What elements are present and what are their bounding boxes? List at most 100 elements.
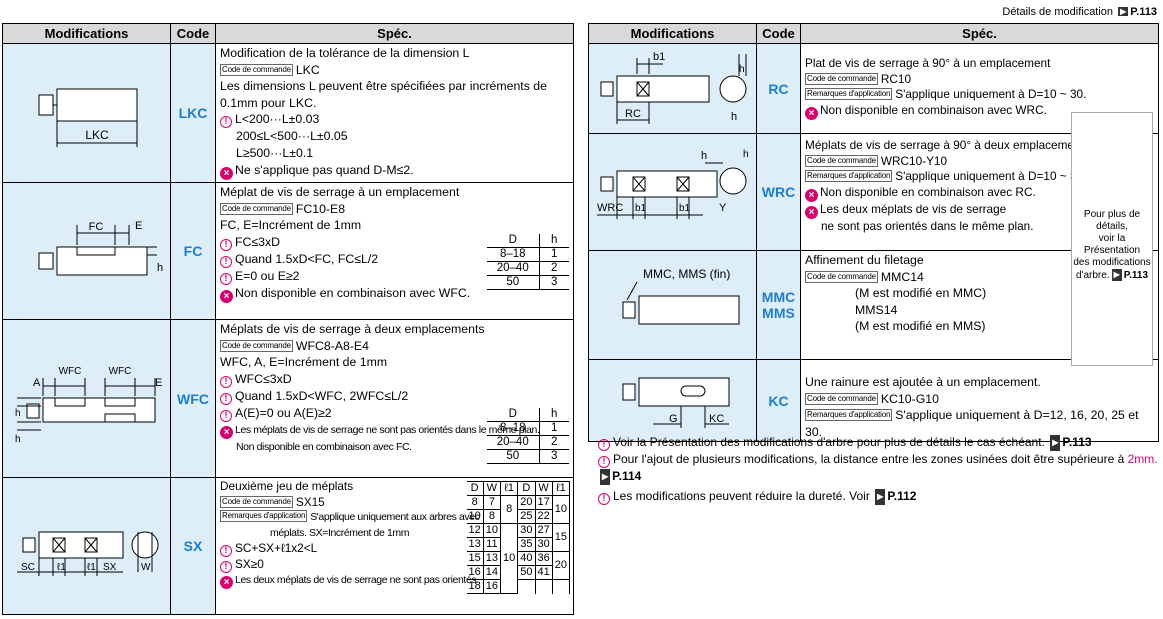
svg-text:h: h: [731, 111, 737, 123]
svg-text:WFC: WFC: [58, 366, 81, 377]
page-arrow-icon: ▶: [1050, 435, 1061, 451]
svg-text:E: E: [155, 377, 162, 389]
kc-diagram: G KC: [588, 358, 757, 443]
svg-text:h: h: [15, 434, 21, 445]
fc-code: FC: [170, 182, 216, 320]
caution-icon: !: [220, 561, 232, 574]
svg-text:h: h: [701, 150, 707, 162]
caution-icon: !: [220, 392, 232, 405]
caution-icon: !: [220, 238, 232, 251]
header-code: Code: [756, 23, 801, 44]
kc-spec: Une rainure est ajoutée à un emplacement…: [800, 358, 1159, 443]
page-arrow-icon: ▶: [875, 489, 886, 505]
svg-text:FC: FC: [88, 221, 103, 233]
svg-text:RC: RC: [625, 108, 641, 120]
wfc-diagram: A WFC WFC E h h: [2, 319, 171, 478]
svg-text:MMC, MMS (fin): MMC, MMS (fin): [643, 267, 730, 281]
caution-icon: !: [220, 272, 232, 285]
svg-text:b1: b1: [635, 203, 647, 214]
fc-spec: Méplat de vis de serrage à un emplacemen…: [215, 182, 574, 320]
svg-text:W: W: [141, 562, 151, 573]
kc-shaft-drawing: G KC: [622, 377, 729, 429]
fc-shaft-drawing: FC E h: [38, 220, 163, 275]
mmc-diagram: MMC, MMS (fin): [588, 250, 757, 360]
caution-icon: !: [220, 375, 232, 388]
prohibited-icon: ×: [220, 289, 233, 303]
wrc-shaft-drawing: h h WRC b1 b1 Y: [596, 149, 749, 219]
kc-code: KC: [756, 358, 801, 443]
row-wfc: A WFC WFC E h h WFC Méplats de vis de se…: [2, 319, 574, 478]
header-code: Code: [170, 23, 216, 44]
wrc-diagram: h h WRC b1 b1 Y: [588, 133, 757, 251]
caution-icon: !: [220, 255, 232, 268]
side-reference-note: Pour plus de détails, voir la Présentati…: [1071, 112, 1153, 366]
wfc-shaft-drawing: A WFC WFC E h h: [15, 366, 162, 445]
footnote-2: !Pour l'ajout de plusieurs modifications…: [598, 451, 1158, 485]
svg-text:WFC: WFC: [108, 366, 131, 377]
svg-text:b1: b1: [679, 203, 691, 214]
caution-icon: !: [220, 116, 232, 129]
svg-text:h: h: [157, 262, 163, 274]
svg-text:WRC: WRC: [597, 202, 623, 214]
row-lkc: LKC LKC Modification de la tolérance de …: [2, 43, 574, 183]
svg-text:h: h: [15, 408, 21, 419]
wfc-code: WFC: [170, 319, 216, 478]
caution-icon: !: [598, 493, 610, 505]
prohibited-icon: ×: [805, 205, 818, 219]
svg-text:h: h: [743, 149, 749, 160]
header-modifications: Modifications: [2, 23, 171, 44]
caution-icon: !: [598, 456, 610, 468]
top-reference-link[interactable]: Détails de modification ▶P.113: [1002, 6, 1157, 18]
prohibited-icon: ×: [805, 106, 818, 120]
wfc-spec: Méplats de vis de serrage à deux emplace…: [215, 319, 574, 478]
lkc-diagram: LKC: [2, 43, 171, 183]
svg-text:h: h: [739, 64, 745, 75]
sx-spec: Deuxième jeu de méplats Code de commande…: [215, 477, 574, 615]
caution-icon: !: [220, 409, 232, 422]
sx-code: SX: [170, 477, 216, 615]
prohibited-icon: ×: [805, 188, 818, 202]
svg-text:ℓ1: ℓ1: [87, 562, 96, 573]
lkc-shaft-drawing: LKC: [38, 88, 137, 147]
mmc-shaft-drawing: MMC, MMS (fin): [622, 267, 739, 324]
sx-diagram: SC ℓ1 ℓ1 SX W: [2, 477, 171, 615]
svg-text:KC: KC: [709, 413, 724, 425]
svg-text:A: A: [33, 377, 41, 389]
left-modification-table: Modifications Code Spéc. LKC LKC Modific…: [2, 23, 574, 615]
page-arrow-icon: ▶: [1111, 269, 1122, 281]
lkc-dim-label: LKC: [85, 128, 109, 142]
rc-shaft-drawing: b1 h RC h: [600, 51, 746, 124]
rc-code: RC: [756, 43, 801, 134]
lkc-code: LKC: [170, 43, 216, 183]
prohibited-icon: ×: [220, 166, 233, 180]
mmc-code: MMC MMS: [756, 250, 801, 360]
header-modifications: Modifications: [588, 23, 757, 44]
row-fc: FC E h FC Méplat de vis de serrage à un …: [2, 182, 574, 320]
footnote-3: !Les modifications peuvent réduire la du…: [598, 488, 916, 505]
svg-text:E: E: [135, 220, 142, 232]
caution-icon: !: [220, 545, 232, 558]
svg-text:SX: SX: [103, 562, 117, 573]
lkc-spec: Modification de la tolérance de la dimen…: [215, 43, 574, 183]
sx-shaft-drawing: SC ℓ1 ℓ1 SX W: [16, 531, 158, 576]
row-kc: G KC KC Une rainure est ajoutée à un emp…: [588, 358, 1159, 443]
header-spec: Spéc.: [215, 23, 574, 44]
fc-diagram: FC E h: [2, 182, 171, 320]
header-spec: Spéc.: [800, 23, 1159, 44]
svg-text:ℓ1: ℓ1: [57, 562, 66, 573]
rc-diagram: b1 h RC h: [588, 43, 757, 134]
footnote-1: !Voir la Présentation des modifications …: [598, 434, 1092, 451]
row-sx: SC ℓ1 ℓ1 SX W SX Deuxième jeu de méplats…: [2, 477, 574, 615]
wrc-code: WRC: [756, 133, 801, 251]
prohibited-icon: ×: [220, 425, 233, 439]
svg-text:SC: SC: [21, 562, 35, 573]
order-code-tag: Code de commande: [220, 63, 293, 76]
svg-text:Y: Y: [719, 202, 727, 214]
page-arrow-icon: ▶: [1118, 7, 1129, 16]
svg-text:b1: b1: [653, 51, 665, 63]
page-arrow-icon: ▶: [600, 469, 611, 485]
prohibited-icon: ×: [220, 576, 233, 590]
